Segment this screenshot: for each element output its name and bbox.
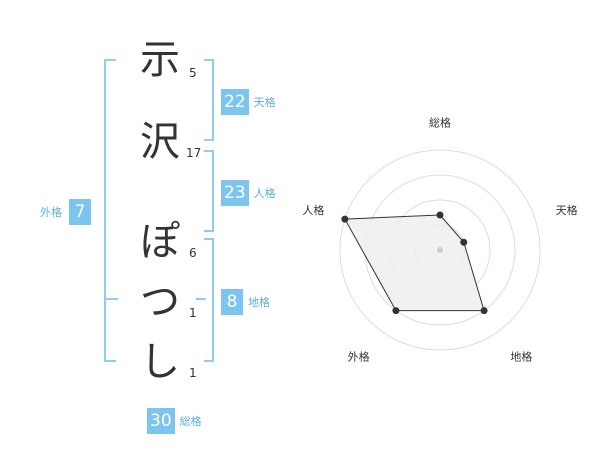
stroke-count-5: 1: [189, 366, 197, 380]
radar-point: [436, 211, 444, 219]
name-char-4: つ: [140, 279, 180, 325]
name-char-5: し: [140, 339, 180, 385]
radar-point: [460, 238, 468, 246]
gaikaku-value: 7: [69, 199, 91, 225]
stroke-count-2: 17: [186, 146, 202, 160]
tenkaku-value: 22: [221, 89, 249, 115]
radar-point: [480, 307, 488, 315]
radar-axis-label: 人格: [302, 203, 324, 217]
radar-point: [341, 215, 349, 223]
chikaku-badge: 8 地格: [221, 289, 270, 315]
radar-axis-label: 地格: [510, 349, 532, 363]
radar-points: [341, 211, 488, 315]
radar-axis-label: 天格: [556, 203, 578, 217]
jinkaku-label: 人格: [253, 187, 276, 200]
tenkaku-badge: 22 天格: [221, 89, 276, 115]
jinkaku-badge: 23 人格: [221, 180, 276, 206]
stroke-count-4: 1: [189, 306, 197, 320]
stroke-count-3: 6: [189, 246, 197, 260]
radar-shape: [344, 214, 485, 312]
radar-ring: [339, 149, 541, 351]
soukaku-label: 総格: [179, 415, 202, 428]
jinkaku-value: 23: [221, 180, 249, 206]
chikaku-label: 地格: [248, 296, 270, 309]
name-char-1: 示: [140, 37, 180, 83]
chikaku-value: 8: [221, 289, 243, 315]
gaikaku-label: 外格: [40, 206, 62, 219]
chikaku-bracket: [204, 238, 214, 362]
soukaku-value: 30: [147, 408, 175, 434]
name-char-3: ぽ: [140, 219, 180, 265]
gaikaku-bracket: [104, 59, 116, 362]
radar-point: [392, 307, 400, 315]
radar-axis-label: 外格: [348, 349, 370, 363]
stroke-count-1: 5: [189, 66, 197, 80]
tenkaku-bracket: [204, 59, 214, 141]
name-char-2: 沢: [140, 119, 180, 165]
soukaku-badge: 30 総格: [147, 408, 202, 434]
radar-center: [437, 247, 443, 253]
jinkaku-bracket: [204, 150, 214, 232]
radar-axis-label: 総格: [429, 115, 451, 129]
chikaku-bracket-tick: [196, 298, 206, 300]
tenkaku-label: 天格: [253, 96, 276, 109]
gaikaku-bracket-tick: [104, 298, 118, 300]
gaikaku-badge: 7 外格: [40, 199, 91, 225]
